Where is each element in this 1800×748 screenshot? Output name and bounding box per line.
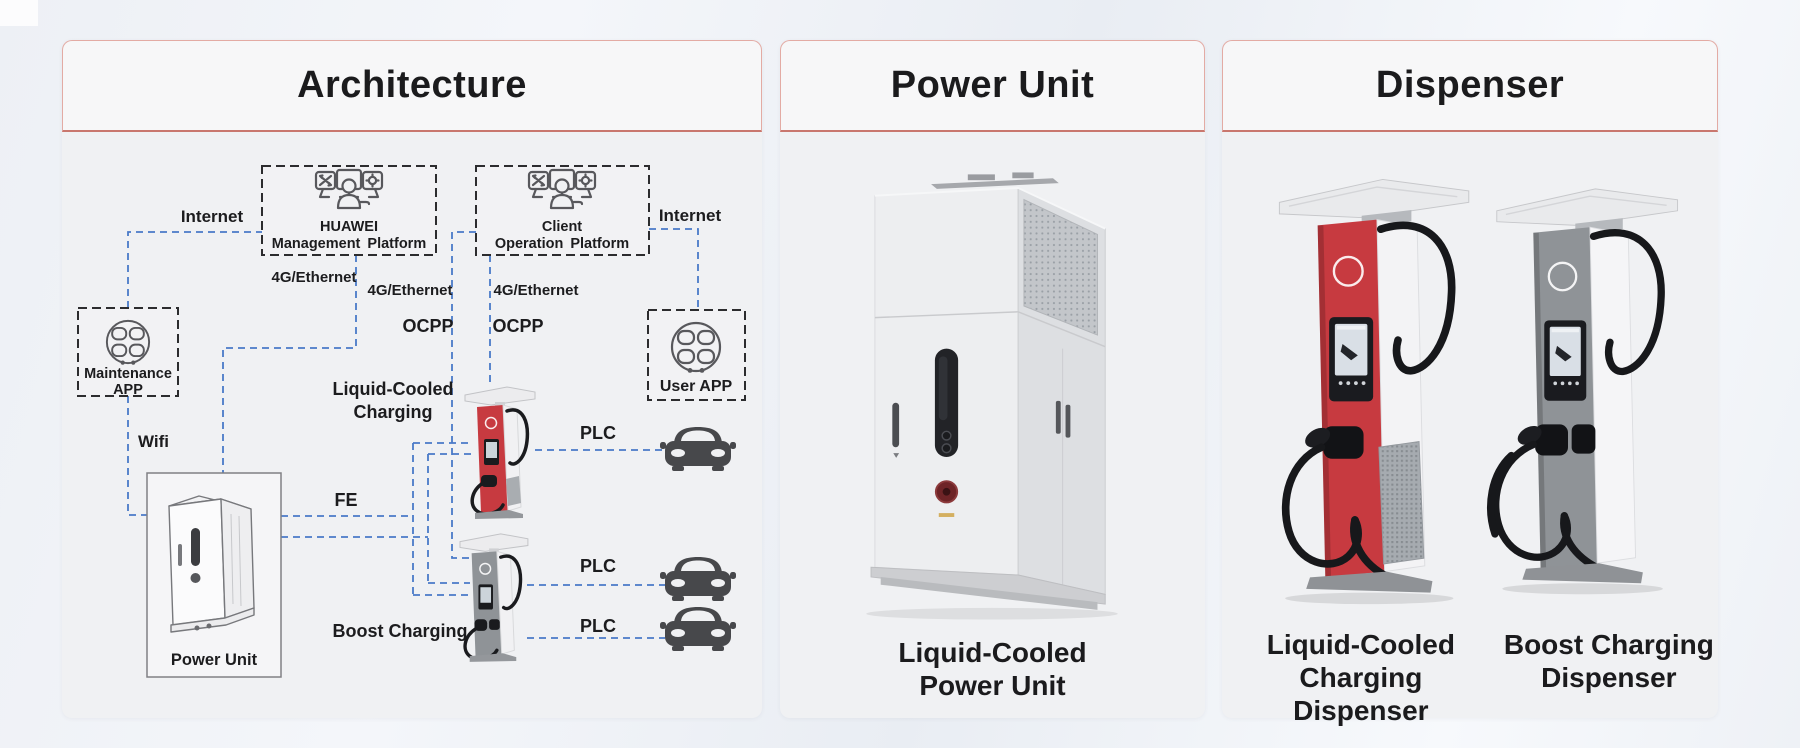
plc-label-1: PLC (580, 423, 616, 443)
plc-label-2: PLC (580, 556, 616, 576)
wifi-label: Wifi (138, 432, 169, 451)
eth-right-label: 4G/Ethernet (493, 282, 578, 299)
power-unit-cabinet (866, 172, 1118, 620)
dispenser-panel: Dispenser (1222, 40, 1718, 726)
boost-charging-label: Boost Charging (333, 621, 468, 641)
boost-dispenser-caption-line2: Dispenser (1541, 662, 1677, 693)
architecture-panel: Architecture (62, 40, 762, 718)
huawei-platform-label-1: HUAWEI (320, 219, 378, 235)
power-unit-header: Power Unit (780, 40, 1205, 132)
background-streak (0, 0, 38, 26)
eth-mid-label: 4G/Ethernet (367, 282, 452, 299)
boost-dispenser-image (1487, 188, 1679, 595)
ocpp-right-label: OCPP (492, 316, 543, 336)
panel-title-dispenser: Dispenser (1375, 64, 1565, 106)
dispenser-captions: Liquid-Cooled Charging Dispenser Boost C… (1222, 628, 1718, 727)
liquid-cooled-dispenser (1278, 178, 1470, 605)
charging-cable (1487, 229, 1665, 573)
client-platform-label-1: Client (542, 219, 582, 235)
ocpp-left-label: OCPP (402, 316, 453, 336)
panel-title-power-unit: Power Unit (890, 64, 1095, 106)
architecture-diagram: HUAWEI Management Platform Client Operat… (77, 165, 746, 678)
power-unit-caption-line2: Power Unit (919, 670, 1066, 701)
internet-right-label: Internet (659, 206, 722, 225)
power-unit-caption: Liquid-Cooled Power Unit (780, 636, 1205, 702)
liquid-cooled-charging-label-1: Liquid-Cooled (333, 379, 454, 399)
internet-left-label: Internet (181, 207, 244, 226)
client-platform-box: Client Operation Platform (475, 165, 650, 256)
huawei-platform-label-2: Management Platform (272, 236, 426, 252)
mini-boost-dispenser (459, 533, 529, 662)
maintenance-app-label-2: APP (113, 382, 143, 398)
mini-liquid-cooled-dispenser (464, 386, 536, 519)
fe-label: FE (334, 490, 357, 510)
boost-dispenser-caption: Boost Charging Dispenser (1500, 628, 1718, 727)
power-unit-panel: Power Unit (780, 40, 1205, 718)
user-app-label: User APP (660, 378, 733, 395)
liquid-cooled-dispenser-caption: Liquid-Cooled Charging Dispenser (1222, 628, 1500, 727)
user-app-box: User APP (647, 309, 746, 401)
car-icon (660, 557, 736, 601)
power-unit-image (866, 172, 1118, 620)
plc-label-3: PLC (580, 616, 616, 636)
maintenance-app-box: Maintenance APP (77, 307, 179, 398)
architecture-header: Architecture (62, 40, 762, 132)
maintenance-app-label-1: Maintenance (84, 366, 172, 382)
boost-dispenser-caption-line1: Boost Charging (1503, 629, 1714, 660)
dispenser-header: Dispenser (1222, 40, 1718, 132)
eth-left-label: 4G/Ethernet (271, 269, 356, 286)
panel-title-architecture: Architecture (297, 64, 527, 106)
car-icon (660, 607, 736, 651)
liquid-cooled-dispenser-caption-line1: Liquid-Cooled Charging (1266, 629, 1455, 693)
liquid-cooled-dispenser-image (1278, 178, 1470, 605)
liquid-cooled-charging-label-2: Charging (354, 402, 433, 422)
car-icon (660, 427, 736, 471)
huawei-platform-box: HUAWEI Management Platform (261, 165, 437, 256)
power-unit-caption-line1: Liquid-Cooled (898, 637, 1087, 668)
connection-lines (127, 228, 699, 639)
power-unit-node-label: Power Unit (171, 651, 258, 669)
power-unit-drawing (168, 495, 255, 633)
link-labels: Internet Internet 4G/Ethernet 4G/Etherne… (138, 206, 722, 641)
power-unit-node: Power Unit (146, 472, 282, 678)
boost-dispenser (1487, 188, 1679, 595)
liquid-cooled-dispenser-caption-line2: Dispenser (1293, 695, 1429, 726)
client-platform-label-2: Operation Platform (495, 236, 629, 252)
